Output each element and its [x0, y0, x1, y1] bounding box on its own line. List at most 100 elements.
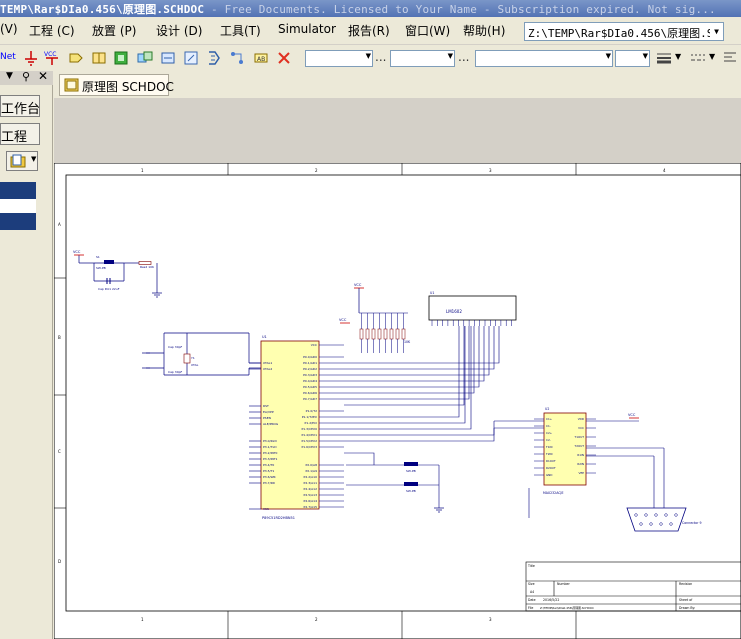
- toolbar-dots-1[interactable]: ...: [375, 50, 387, 64]
- mcu-pin-label: P0.1/AD1: [303, 361, 317, 365]
- reset-switch-part: SW-PB: [96, 266, 106, 270]
- ctrl-wire: [344, 326, 460, 418]
- svg-text:AB: AB: [257, 56, 265, 63]
- document-path-combo[interactable]: Z:\TEMP\Rar$DIa0.456\原理图.SCH ▼: [524, 22, 724, 41]
- title-block-size: A4: [530, 590, 534, 594]
- chevron-down-icon[interactable]: ▼: [365, 52, 371, 60]
- chevron-down-icon[interactable]: ▼: [605, 52, 611, 60]
- net-label-tool[interactable]: Net: [0, 52, 16, 62]
- chevron-down-icon[interactable]: ▼: [709, 52, 716, 61]
- data-wire: [344, 326, 495, 370]
- part-icon[interactable]: AB: [253, 50, 269, 66]
- mcu-pin-label: P1.2/ECI: [305, 421, 318, 425]
- title-block-title: Title: [527, 564, 535, 568]
- pin-icon[interactable]: ⚲: [22, 70, 31, 83]
- menu-project[interactable]: 工程 (C): [29, 24, 75, 38]
- chevron-down-icon[interactable]: ▼: [675, 52, 682, 61]
- window-title: TEMP\Rar$DIa0.456\原理图.SCHDOC - Free Docu…: [0, 3, 716, 16]
- project-options-button[interactable]: ▼: [6, 151, 38, 171]
- menu-tools[interactable]: 工具(T): [220, 24, 261, 38]
- device-sheet-icon[interactable]: [160, 50, 176, 66]
- vcc-port-label: VCC: [44, 51, 56, 58]
- mcu-pin-label: P1.0/T2: [306, 409, 317, 413]
- toolbar-combo-4[interactable]: ▼: [615, 50, 650, 67]
- uart-wire: [344, 428, 495, 442]
- line-style-icon[interactable]: [690, 50, 706, 66]
- panel-header: ▼ ⚲ ✕: [0, 69, 53, 85]
- menu-help[interactable]: 帮助(H): [463, 24, 506, 38]
- schematic-sheet[interactable]: 1 2 3 4 1 2 3 A B C D VCC S1 SW-PB Cap P…: [54, 163, 741, 639]
- data-wire: [344, 326, 485, 382]
- title-block-sheet: Sheet of: [679, 598, 693, 602]
- align-icon[interactable]: [722, 50, 738, 66]
- crystal: [183, 353, 191, 364]
- toolbar-combo-1[interactable]: ▼: [305, 50, 373, 67]
- max232-pin-label: T1OUT: [574, 435, 585, 439]
- workspace-button[interactable]: 工作台: [0, 95, 40, 117]
- ctrl-wire: [344, 326, 466, 424]
- chevron-down-icon[interactable]: ▼: [447, 52, 453, 60]
- signal-harness-icon[interactable]: [229, 50, 245, 66]
- line-width-icon[interactable]: [656, 50, 672, 66]
- chevron-down-icon[interactable]: ▼: [710, 23, 723, 40]
- chevron-down-icon[interactable]: ▼: [31, 155, 37, 163]
- mcu-pin-label: P0.7/AD7: [303, 397, 317, 401]
- db9-pin: [634, 513, 638, 517]
- data-wire: [344, 326, 490, 376]
- bus-entry-icon[interactable]: [68, 50, 84, 66]
- toolbar-combo-2[interactable]: ▼: [390, 50, 455, 67]
- harness-icon[interactable]: [183, 50, 199, 66]
- mcu-pin-label: VSS: [263, 507, 269, 511]
- menu-view[interactable]: (V): [0, 22, 18, 36]
- no-erc-icon[interactable]: [276, 50, 292, 66]
- project-tree-item-selected-2[interactable]: [0, 213, 36, 230]
- menu-reports[interactable]: 报告(R): [348, 24, 390, 38]
- menu-design[interactable]: 设计 (D): [156, 24, 203, 38]
- title-block-date-label: Date: [528, 598, 536, 602]
- harness-connector-icon[interactable]: [206, 50, 222, 66]
- project-tree-item[interactable]: [0, 199, 36, 213]
- sheet-border: [65, 174, 741, 612]
- mcu-pin-label: P0.0/AD0: [303, 355, 317, 359]
- lcd-part: LM1602: [446, 309, 462, 314]
- max232-wiring: [494, 420, 665, 518]
- toolbar-combo-3[interactable]: ▼: [475, 50, 613, 67]
- close-icon[interactable]: ✕: [38, 69, 49, 83]
- lcd-pins: [431, 320, 512, 326]
- max232-pin-label: VCC: [578, 426, 584, 430]
- menu-window[interactable]: 窗口(W): [405, 24, 451, 38]
- title-block-file-label: File: [528, 606, 533, 610]
- panel-menu-icon[interactable]: ▼: [6, 71, 13, 81]
- reset-cap-part: Cap Pol1 22uF: [98, 287, 120, 291]
- menu-simulator[interactable]: Simulator: [278, 22, 336, 36]
- window-title-bar: TEMP\Rar$DIa0.456\原理图.SCHDOC - Free Docu…: [0, 0, 741, 17]
- sheet-background: [54, 163, 741, 639]
- project-tree-item-selected[interactable]: [0, 182, 36, 199]
- rpack-resistor: [371, 328, 376, 340]
- mcu-pin-label: P0.3/AD3: [303, 373, 317, 377]
- menu-place[interactable]: 放置 (P): [92, 24, 137, 38]
- vcc-symbol-max: VCC: [628, 413, 639, 419]
- rpack-resistor: [401, 328, 406, 340]
- mcu-pin-label: P3.4/T0: [263, 463, 274, 467]
- chevron-down-icon[interactable]: ▼: [642, 52, 648, 60]
- data-wire: [344, 326, 475, 394]
- db9-label: Connector 9: [682, 521, 701, 525]
- project-button[interactable]: 工程: [0, 123, 40, 145]
- rpack-resistor: [395, 328, 400, 340]
- db9-pin: [674, 513, 678, 517]
- reset-resistor-part: Res2 10K: [140, 265, 155, 269]
- rpack-resistor: [389, 328, 394, 340]
- reset-switch: [104, 260, 114, 264]
- sheet-entry-icon[interactable]: [137, 50, 153, 66]
- sheet-symbol-icon[interactable]: [113, 50, 129, 66]
- ground-symbol-xtal: [142, 352, 150, 369]
- toolbar-dots-2[interactable]: ...: [458, 50, 470, 64]
- db9-pins: [634, 513, 678, 526]
- title-block-drawn: Drawn By:: [679, 606, 695, 610]
- ground-port-icon[interactable]: [23, 50, 39, 66]
- tab-schematic[interactable]: 原理图 SCHDOC: [59, 74, 174, 96]
- mcu-pin-label: XTAL2: [263, 367, 272, 371]
- vcc-port-icon[interactable]: VCC: [44, 50, 60, 66]
- port-icon[interactable]: [91, 50, 107, 66]
